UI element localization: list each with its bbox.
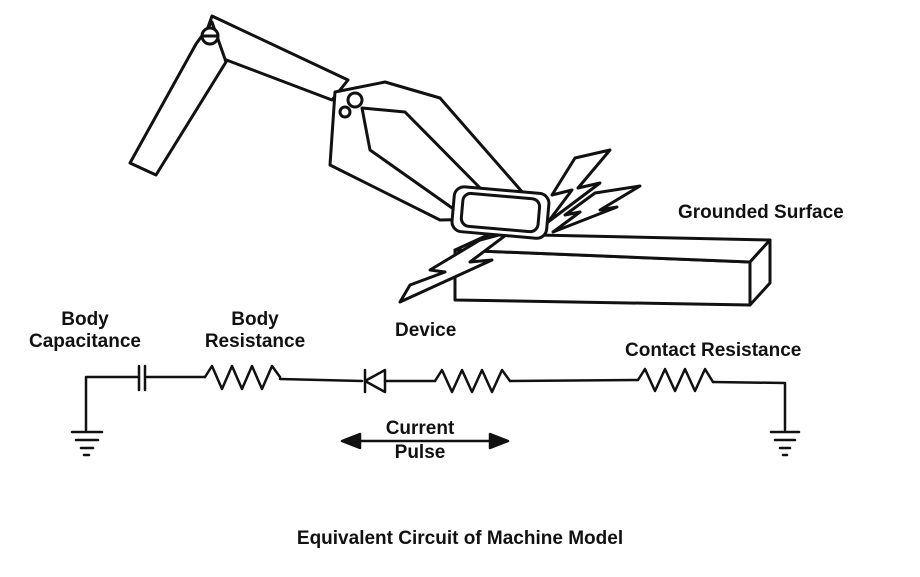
circuit-wires [70, 364, 801, 457]
current-pulse-label: Current Pulse [370, 418, 470, 464]
current-pulse-arrow [340, 432, 510, 450]
body-resistance-line2: Resistance [204, 331, 306, 352]
body-capacitance-line2: Capacitance [29, 331, 141, 352]
contact-resistance-label: Contact Resistance [625, 340, 802, 361]
body-capacitance-line1: Body [61, 309, 109, 330]
grounded-surface-label: Grounded Surface [678, 202, 844, 223]
spark-bolts [398, 148, 642, 304]
device-label: Device [395, 320, 457, 341]
body-resistance-line1: Body [231, 309, 279, 330]
current-label-line1: Current [385, 418, 455, 439]
body-resistance-label: Body Resistance [180, 309, 330, 353]
machine-arm [128, 14, 551, 240]
diagram-caption: Equivalent Circuit of Machine Model [296, 528, 624, 549]
body-capacitance-label: Body Capacitance [0, 309, 170, 353]
grounded-surface-block [453, 232, 772, 307]
current-label-line2: Pulse [394, 442, 446, 463]
